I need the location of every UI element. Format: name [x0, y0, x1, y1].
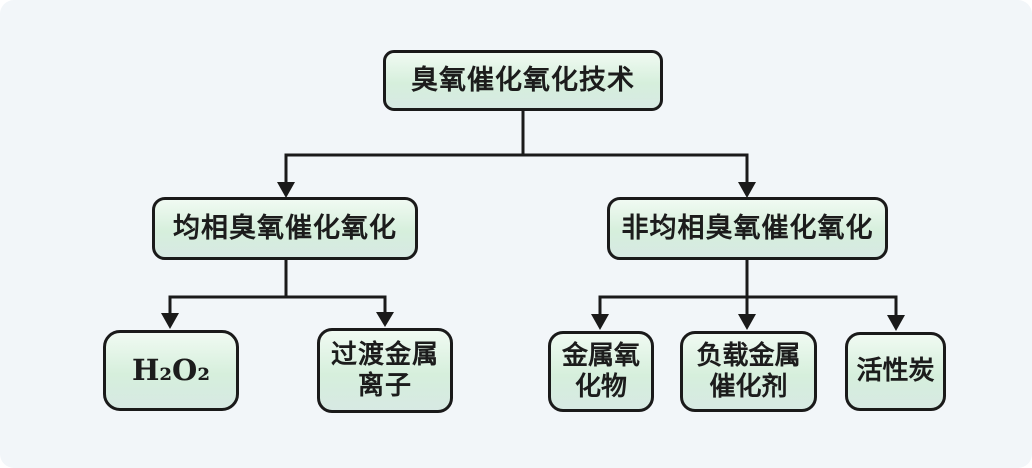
arrowhead-to-activated-carbon [887, 315, 905, 331]
node-h2o2: H₂O₂ [103, 330, 239, 411]
arrowhead-to-h2o2 [161, 313, 179, 329]
edge-homogeneous-split [168, 258, 387, 316]
node-label: 金属氧化物 [561, 340, 640, 402]
node-label: 活性炭 [856, 356, 935, 387]
arrowhead-to-transition-metal-ions [376, 312, 394, 327]
node-transition-metal-ions: 过渡金属离子 [317, 328, 453, 413]
arrowhead-to-supported-metal-catalysts [738, 314, 756, 330]
node-activated-carbon: 活性炭 [845, 332, 946, 411]
node-label: 均相臭氧催化氧化 [173, 212, 397, 244]
node-label: H₂O₂ [131, 353, 211, 388]
node-label: 过渡金属离子 [330, 339, 439, 401]
node-metal-oxides: 金属氧化物 [548, 331, 654, 412]
node-homogeneous-ozone-catalytic-oxidation: 均相臭氧催化氧化 [152, 197, 418, 260]
edge-heterogeneous-split [598, 259, 898, 318]
arrowhead-to-heterogeneous [738, 182, 756, 198]
arrowhead-to-metal-oxides [591, 314, 609, 330]
node-label: 臭氧催化氧化技术 [411, 64, 635, 96]
node-heterogeneous-ozone-catalytic-oxidation: 非均相臭氧催化氧化 [607, 197, 888, 260]
node-label: 负载金属催化剂 [696, 340, 801, 402]
node-supported-metal-catalysts: 负载金属催化剂 [680, 331, 817, 412]
arrowhead-to-homogeneous [277, 182, 295, 198]
node-ozone-catalytic-oxidation-technology: 臭氧催化氧化技术 [383, 50, 663, 111]
edge-root-split [284, 108, 749, 185]
node-label: 非均相臭氧催化氧化 [621, 212, 874, 244]
